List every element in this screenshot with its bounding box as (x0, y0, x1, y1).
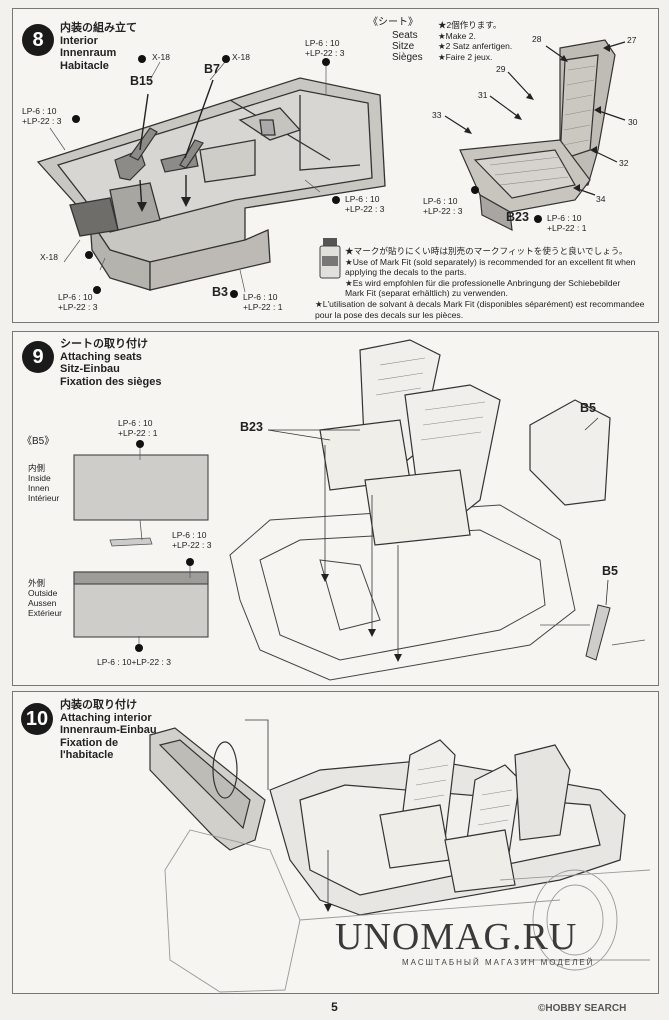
outside-label: 外側 Outside Aussen Extérieur (28, 578, 62, 618)
label-b3: B3 (212, 285, 228, 299)
label-lp-bottom-left: LP-6 : 10 +LP-22 : 3 (58, 292, 98, 312)
note-line-6: ★L'utilisation de solvant à decals Mark … (315, 298, 645, 309)
decal-34: 34 (596, 194, 606, 204)
label-lp-seat: LP-6 : 10 +LP-22 : 3 (423, 196, 463, 216)
label-lp-top: LP-6 : 10 +LP-22 : 3 (305, 38, 345, 58)
label-b7: B7 (204, 62, 220, 76)
step-10-number: 10 (21, 703, 53, 735)
note-line-3: applying the decals to the parts. (345, 267, 467, 278)
step-10-title-fr2: l'habitacle (60, 749, 114, 761)
step-8-title-fr: Habitacle (60, 59, 109, 72)
label-lp-left: LP-6 : 10 +LP-22 : 3 (22, 106, 62, 126)
label-lp-b5-mid: LP-6 : 10 +LP-22 : 3 (172, 530, 212, 550)
inside-en: Inside (28, 473, 51, 483)
label-b15: B15 (130, 74, 153, 88)
decal-29: 29 (496, 64, 506, 74)
inside-de: Innen (28, 483, 50, 493)
step-8-title: 内装の組み立て Interior Innenraum Habitacle (60, 22, 137, 72)
label-b23-step8: B23 (506, 210, 529, 224)
make-en: ★Make 2. (438, 30, 476, 41)
step-9-title-jp: シートの取り付け (60, 338, 148, 350)
note-line-5: Mark Fit (separat erhältlich) zu verwend… (345, 288, 508, 299)
outside-fr: Extérieur (28, 608, 63, 618)
label-lp-b23: LP-6 : 10 +LP-22 : 1 (547, 213, 587, 233)
step-9-number: 9 (22, 341, 54, 373)
make-jp: ★2個作ります。 (438, 20, 502, 30)
inside-jp: 内側 (28, 463, 46, 473)
label-lp-b3: LP-6 : 10 +LP-22 : 1 (243, 292, 283, 312)
seats-de: Sitze (392, 41, 415, 52)
decal-30: 30 (628, 117, 638, 127)
step-8-title-jp: 内装の組み立て (60, 22, 137, 34)
decal-31: 31 (478, 90, 488, 100)
step-10-title-de: Innenraum-Einbau (60, 724, 157, 736)
decal-27: 27 (627, 35, 637, 45)
step-9-title-de: Sitz-Einbau (60, 363, 120, 375)
label-x18-b: X-18 (232, 52, 250, 62)
inside-label: 内側 Inside Innen Intérieur (28, 463, 59, 503)
make-de: ★2 Satz anfertigen. (438, 41, 513, 51)
step-9-title-en: Attaching seats (60, 350, 142, 363)
label-lp-b5-top: LP-6 : 10 +LP-22 : 1 (118, 418, 158, 438)
label-b5-panel: B5 (580, 401, 596, 415)
note-line-1: ★マークが貼りにくい時は別売のマークフィットを使うと良いでしょう。 (345, 246, 628, 256)
watermark-logo: UNOMAG.RU (335, 916, 578, 958)
seats-title: 《シート》 (368, 17, 418, 28)
step-10-title-fr1: Fixation de (60, 736, 119, 749)
note-line-7: pour la pose des decals sur les pièces. (315, 309, 464, 320)
label-b5-pin: B5 (602, 564, 618, 578)
label-x18-a: X-18 (152, 52, 170, 62)
step-10-title-jp: 内装の取り付け (60, 699, 137, 711)
label-x18-c: X-18 (40, 252, 58, 262)
page-number: 5 (331, 1000, 338, 1014)
seats-fr: Sièges (392, 52, 423, 63)
make-fr: ★Faire 2 jeux. (438, 51, 493, 62)
step-10-title-en: Attaching interior (60, 711, 152, 724)
label-lp-mid: LP-6 : 10 +LP-22 : 3 (345, 194, 385, 214)
seats-make-note: ★2個作ります。 ★Make 2. ★2 Satz anfertigen. ★F… (438, 20, 512, 62)
label-lp-b5-bottom: LP-6 : 10+LP-22 : 3 (97, 657, 171, 667)
step-9-title: シートの取り付け Attaching seats Sitz-Einbau Fix… (60, 338, 161, 388)
seats-en: Seats (392, 30, 418, 41)
b5-title: 《B5》 (22, 436, 55, 447)
outside-de: Aussen (28, 598, 57, 608)
outside-en: Outside (28, 588, 58, 598)
seats-names: Seats Sitze Sièges (392, 30, 423, 63)
mark-fit-bottle-icon (319, 238, 341, 279)
decal-32: 32 (619, 158, 629, 168)
note-line-2: ★Use of Mark Fit (sold separately) is re… (345, 256, 636, 267)
step-8-title-en: Interior (60, 34, 98, 47)
step-8-title-de: Innenraum (60, 47, 117, 59)
outside-jp: 外側 (28, 578, 46, 588)
label-b23-step9: B23 (240, 420, 263, 434)
decal-33: 33 (432, 110, 442, 120)
step-8-number: 8 (22, 24, 54, 56)
watermark-subtitle: МАСШТАБНЫЙ МАГАЗИН МОДЕЛЕЙ (402, 958, 595, 967)
step-10-title: 内装の取り付け Attaching interior Innenraum-Ein… (60, 699, 157, 762)
inside-fr: Intérieur (28, 493, 60, 503)
note-line-4: ★Es wird empfohlen für die professionell… (345, 277, 621, 288)
decal-28: 28 (532, 34, 542, 44)
step-9-title-fr: Fixation des sièges (60, 375, 162, 388)
mark-fit-note: ★マークが貼りにくい時は別売のマークフィットを使うと良いでしょう。 ★Use o… (315, 246, 645, 320)
hobbysearch-logo: ©HOBBY SEARCH (538, 1003, 627, 1014)
